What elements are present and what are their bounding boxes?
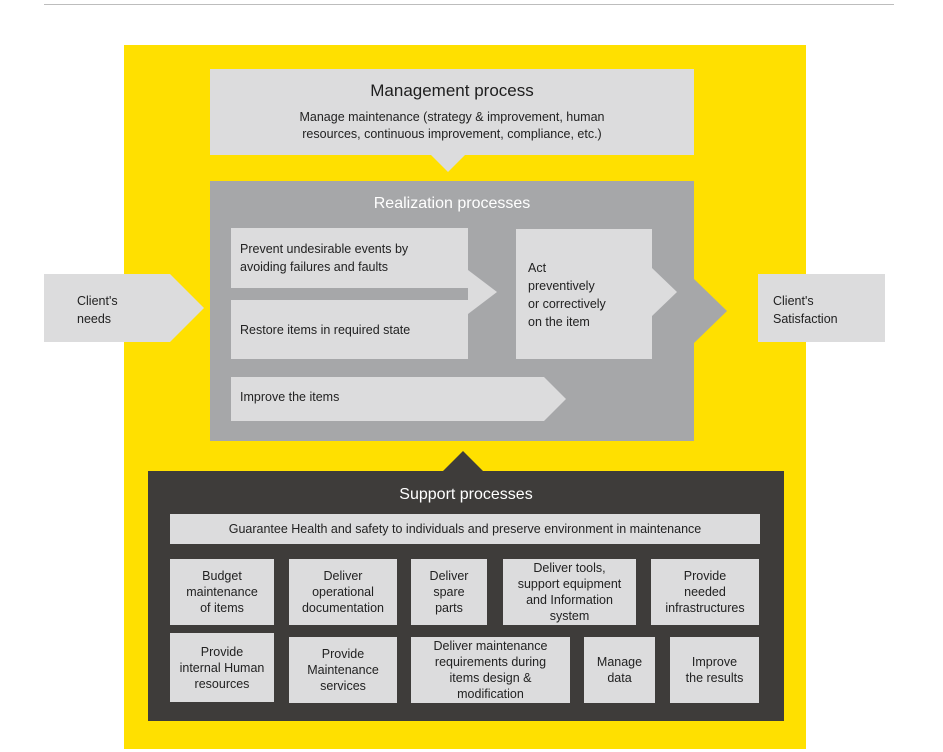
restore-text: Restore items in required state (240, 322, 411, 337)
support-notch (443, 451, 483, 471)
support-item-maintenance-services: Provide Maintenance services (289, 637, 397, 703)
improve-text: Improve the items (240, 390, 340, 404)
management-process-box: Management process Manage maintenance (s… (210, 69, 694, 155)
support-item-documentation: Deliver operational documentation (289, 559, 397, 625)
management-notch (430, 154, 466, 172)
restore-box-shape (231, 300, 468, 359)
client-needs-label: Client's needs (77, 294, 118, 326)
support-item-budget: Budget maintenance of items (170, 559, 274, 625)
act-arrow (516, 229, 677, 359)
realization-title: Realization processes (373, 195, 531, 212)
support-item-improve-results: Improve the results (670, 637, 759, 703)
support-item-requirements: Deliver maintenance requirements during … (411, 637, 570, 703)
support-item-spare-parts: Deliver spare parts (411, 559, 487, 625)
support-item-tools: Deliver tools, support equipment and Inf… (503, 559, 636, 625)
guarantee-box: Guarantee Health and safety to individua… (170, 514, 760, 544)
client-satisfaction-chevron (694, 279, 727, 343)
support-item-infrastructures: Provide needed infrastructures (651, 559, 759, 625)
top-divider (44, 4, 894, 5)
management-description: Manage maintenance (strategy & improveme… (299, 110, 605, 141)
prevent-text: Prevent undesirable events by avoiding f… (240, 242, 409, 274)
support-title: Support processes (399, 486, 533, 503)
act-text: Act preventively or correctively on the … (528, 261, 606, 329)
client-needs-arrow (44, 274, 204, 342)
prevent-arrow (231, 228, 497, 314)
client-satisfaction-arrow (758, 274, 885, 342)
support-item-manage-data: Manage data (584, 637, 655, 703)
improve-arrow (231, 377, 566, 421)
support-item-human-resources: Provide internal Human resources (170, 633, 274, 702)
management-title: Management process (370, 81, 534, 100)
client-satisfaction-label: Client's Satisfaction (773, 294, 838, 326)
